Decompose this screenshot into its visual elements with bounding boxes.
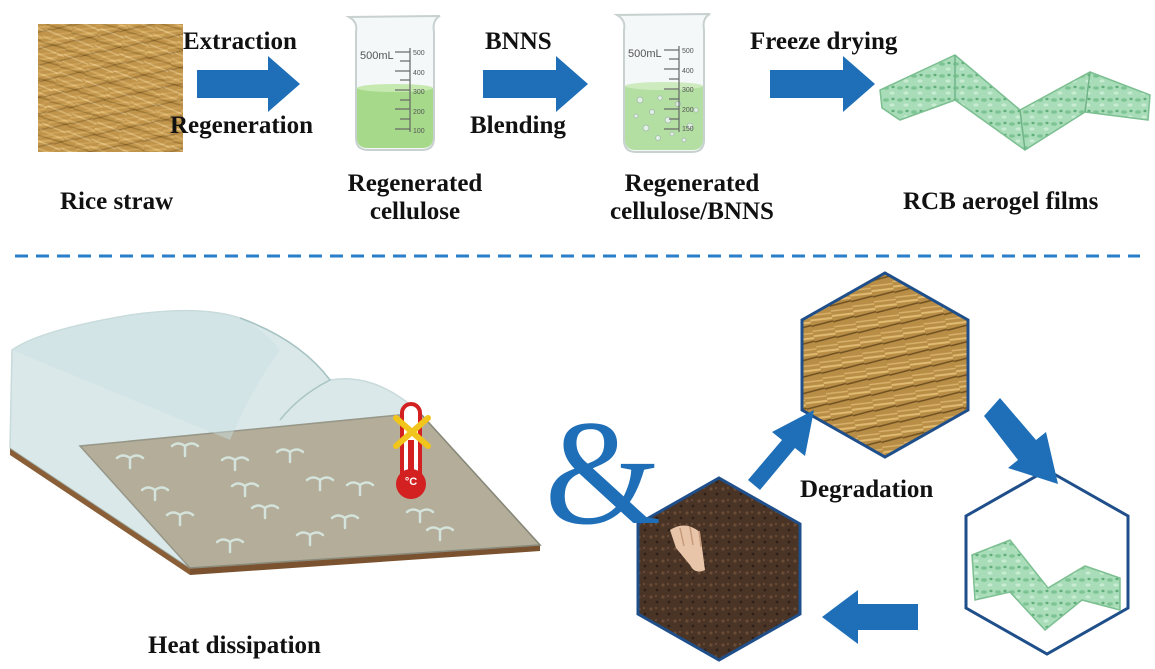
beaker2-volume-mark: 500mL [628, 48, 662, 60]
beaker2-tick: 200 [682, 106, 694, 114]
beaker2-tick: 400 [682, 67, 694, 75]
beaker-regenerated-cellulose [345, 15, 441, 151]
aerogel-film-image [879, 54, 1151, 151]
arrow3-top-label: Freeze drying [750, 28, 898, 55]
greenhouse-illustration [9, 309, 542, 575]
arrow2-top-label: BNNS [485, 28, 552, 55]
degradation-label: Degradation [800, 476, 934, 503]
rice-straw-image [38, 24, 183, 152]
beaker1-tick: 500 [413, 50, 425, 57]
beaker2-tick: 500 [682, 48, 694, 55]
ampersand-symbol: & [544, 390, 662, 556]
arrow-blending [483, 56, 588, 112]
beaker2-tick: 150 [682, 126, 694, 133]
beaker1-tick: 200 [413, 108, 425, 116]
beaker1-tick: 400 [413, 69, 425, 77]
arrow1-bottom-label: Regeneration [170, 112, 314, 139]
hexagon-rice-straw [800, 271, 970, 459]
regenerated-cellulose-line1: Regenerated [347, 170, 483, 197]
arrow-extraction [197, 56, 300, 112]
regenerated-cellulose-bnns-label: Regenerated cellulose/BNNS [592, 170, 792, 226]
arrow-freeze-drying [770, 56, 875, 112]
thermometer-unit: °C [404, 476, 418, 488]
arrow2-bottom-label: Blending [470, 112, 566, 139]
beaker1-tick: 100 [413, 128, 425, 135]
beaker2-tick: 300 [682, 87, 694, 94]
hexagon-soil [636, 476, 802, 662]
hexagon-aerogel-film [964, 468, 1130, 656]
arrow1-top-label: Extraction [183, 28, 297, 55]
cycle-arrow-up [748, 410, 814, 490]
regenerated-cellulose-label: Regenerated cellulose [330, 170, 500, 226]
beaker-regenerated-cellulose-bnns [613, 13, 711, 153]
cycle-arrow-down [984, 398, 1058, 484]
beaker1-tick: 300 [413, 89, 425, 96]
regenerated-cellulose-bnns-line1: Regenerated [624, 170, 760, 197]
thermometer-icon [393, 402, 431, 499]
rice-straw-label: Rice straw [60, 188, 174, 215]
rcb-aerogel-films-label: RCB aerogel films [903, 188, 1099, 215]
beaker1-ticks: 500 400 300 200 100 [413, 44, 425, 142]
beaker2-ticks: 500 400 300 200 150 [682, 42, 694, 140]
beaker1-volume-mark: 500mL [360, 50, 394, 62]
cycle-arrow-left [822, 590, 918, 644]
regenerated-cellulose-bnns-line2: cellulose/BNNS [610, 198, 774, 225]
regenerated-cellulose-line2: cellulose [369, 198, 461, 225]
heat-dissipation-label: Heat dissipation [148, 632, 321, 659]
